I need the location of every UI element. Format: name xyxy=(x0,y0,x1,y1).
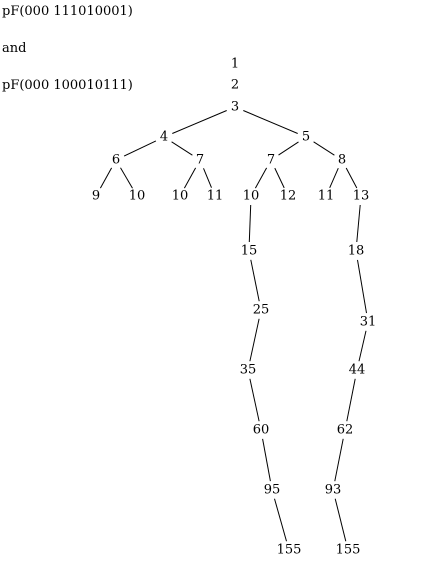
tree-edge-n62-n93 xyxy=(334,438,344,482)
tree-edge-n25-n35 xyxy=(249,318,260,362)
tree-node-n13: 13 xyxy=(353,189,370,204)
tree-edge-n5-n8 xyxy=(313,141,335,156)
tree-node-n15: 15 xyxy=(241,244,258,259)
tree-edge-n8-n13 xyxy=(345,167,358,189)
tree-edge-n60-n95 xyxy=(262,438,271,482)
tree-node-n11b: 11 xyxy=(318,189,335,204)
tree-node-n93: 93 xyxy=(325,483,342,498)
tree-node-n31: 31 xyxy=(360,315,377,330)
tree-node-n9: 9 xyxy=(92,189,100,204)
tree-node-n35: 35 xyxy=(240,363,257,378)
tree-node-n60: 60 xyxy=(253,423,270,438)
tree-node-n6: 6 xyxy=(112,153,120,168)
tree-node-n11a: 11 xyxy=(207,189,224,204)
tree-edge-n8-n11b xyxy=(329,167,339,189)
tree-edge-n13-n18 xyxy=(356,204,361,243)
tree-edge-n5-n7b xyxy=(278,141,299,156)
tree-node-n155b: 155 xyxy=(336,543,361,558)
tree-edge-n93-n155b xyxy=(334,498,347,542)
tree-node-n62: 62 xyxy=(337,423,354,438)
tree-node-n4: 4 xyxy=(160,130,168,145)
tree-edge-n15-n25 xyxy=(250,259,260,302)
tree-edge-n6-n9 xyxy=(99,167,113,189)
tree-node-n25: 25 xyxy=(253,303,270,318)
tree-node-n10a: 10 xyxy=(129,189,146,204)
tree-node-n44: 44 xyxy=(349,363,366,378)
tree-edge-n10c-n15 xyxy=(248,204,252,243)
tree-node-n12: 12 xyxy=(280,189,297,204)
tree-edge-n3-n5 xyxy=(243,110,298,134)
tree-edge-n31-n44 xyxy=(358,330,367,362)
header-line-2: pF(000 100010111) xyxy=(2,78,133,93)
connector-text: and xyxy=(2,41,27,56)
tree-edge-n4-n7a xyxy=(171,141,193,156)
tree-edge-n7a-n11a xyxy=(203,168,212,188)
tree-node-n1: 1 xyxy=(231,57,239,72)
tree-node-n7b: 7 xyxy=(267,153,275,168)
tree-node-n8: 8 xyxy=(338,153,346,168)
tree-node-n7a: 7 xyxy=(196,153,204,168)
tree-node-n10c: 10 xyxy=(243,189,260,204)
tree-edge-n7b-n10c xyxy=(254,167,268,189)
tree-node-n155a: 155 xyxy=(277,543,302,558)
tree-edge-n95-n155a xyxy=(274,498,287,542)
tree-edge-n6-n10a xyxy=(120,167,133,189)
tree-node-n2: 2 xyxy=(231,78,239,93)
tree-edge-n4-n6 xyxy=(123,140,157,157)
header-line-1: pF(000 111010001) xyxy=(2,4,133,19)
tree-edge-n7b-n12 xyxy=(274,167,285,189)
tree-node-n18: 18 xyxy=(348,244,365,259)
tree-node-n10b: 10 xyxy=(172,189,189,204)
tree-edge-n18-n31 xyxy=(357,259,367,314)
tree-edge-n3-n4 xyxy=(172,110,227,134)
tree-edge-n35-n60 xyxy=(249,378,260,422)
tree-node-n5: 5 xyxy=(302,130,310,145)
tree-node-n3: 3 xyxy=(231,100,239,115)
tree-edge-n44-n62 xyxy=(346,378,356,422)
tree-edge-n7a-n10b xyxy=(183,167,197,189)
tree-node-n95: 95 xyxy=(264,483,281,498)
